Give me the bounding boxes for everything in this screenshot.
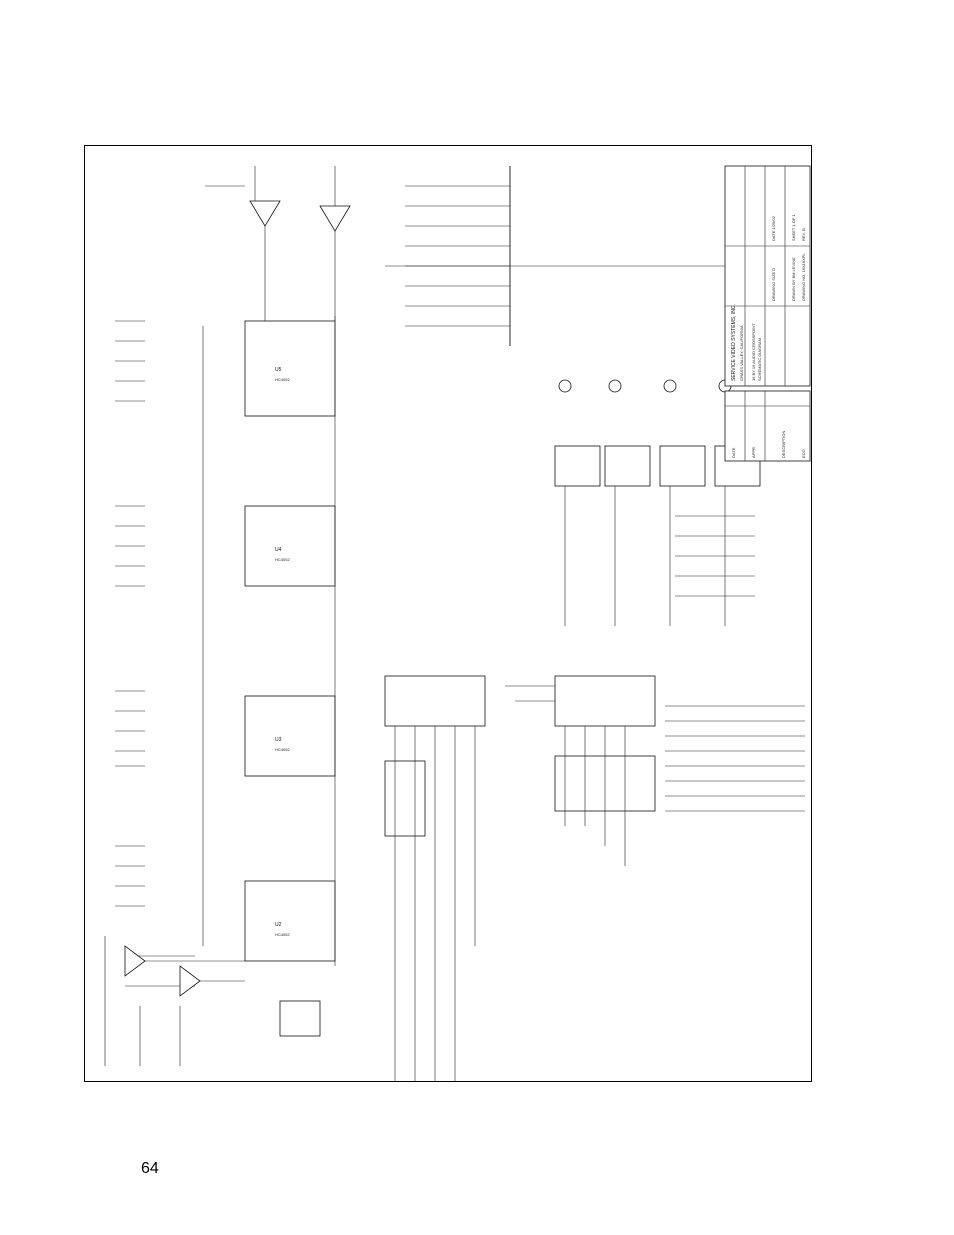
chip-u2-label: U2 <box>275 922 282 928</box>
chip-u3-label: U3 <box>275 737 282 743</box>
title-block: SERVICE VIDEO SYSTEMS, INC. GRASS VALLEY… <box>724 165 811 387</box>
rev-header-eco: ECO <box>801 449 806 458</box>
title-block-sheet: SHEET 1 OF 1 <box>791 214 796 241</box>
control-logic <box>384 675 656 1081</box>
rev-header-description: DESCRIPTION <box>781 431 786 458</box>
title-block-company: SERVICE VIDEO SYSTEMS, INC. <box>731 304 737 381</box>
revision-table: DATE APPR DESCRIPTION ECO <box>724 390 811 462</box>
chip-u4-part: HC4052 <box>275 557 290 562</box>
rev-header-date: DATE <box>731 447 736 458</box>
chip-u4-label: U4 <box>275 547 282 553</box>
title-block-drawing-no: DRAWING NO. 16X16XPL <box>801 253 806 301</box>
input-pin-stubs <box>115 320 145 907</box>
title-block-title-line2: SCHEMATIC DIAGRAM <box>757 338 762 381</box>
title-block-title-line1: 16 BY 16 AUDIO CROSSPOINT <box>751 323 756 381</box>
title-block-location: GRASS VALLEY, CALIFORNIA <box>739 325 744 381</box>
chip-u3-part: HC4052 <box>275 747 290 752</box>
bus-lines <box>665 705 805 812</box>
chip-u5-label: U5 <box>275 367 282 373</box>
title-block-date: DATE 1/25/02 <box>771 215 776 241</box>
chip-u2-part: HC4052 <box>275 932 290 937</box>
edge-connector <box>385 166 735 346</box>
input-stage <box>104 936 321 1066</box>
title-block-drawing-size: DRAWING SIZE D <box>771 268 776 301</box>
rev-header-appr: APPR <box>751 447 756 458</box>
title-block-drawn-by: DRAWN BY BM LEVINE <box>791 257 796 301</box>
chip-u5-part: HC4052 <box>275 377 290 382</box>
title-block-rev: REV. B <box>801 228 806 241</box>
schematic-frame: U2 HC4052 U3 HC4052 U4 HC4052 U5 HC4052 <box>84 145 812 1082</box>
output-amps <box>205 166 351 321</box>
schematic-diagram: U2 HC4052 U3 HC4052 U4 HC4052 U5 HC4052 <box>104 165 811 1081</box>
page-number: 64 <box>141 1160 159 1177</box>
mux-chips: U2 HC4052 U3 HC4052 U4 HC4052 U5 HC4052 <box>202 316 336 966</box>
